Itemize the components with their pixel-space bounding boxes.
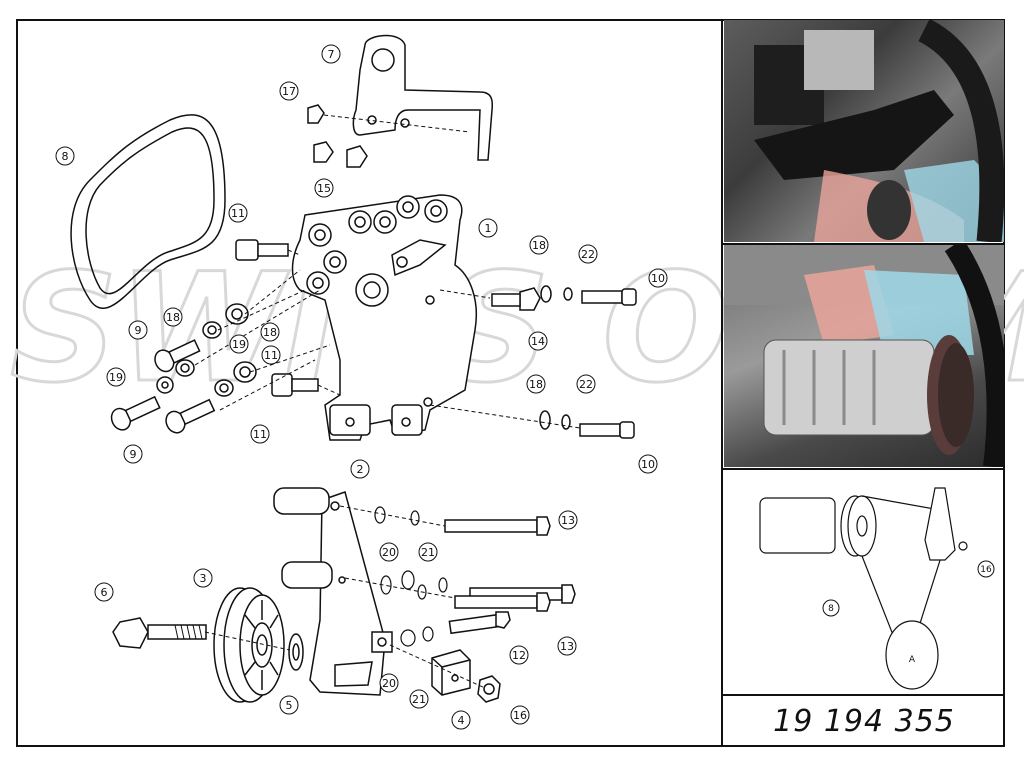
bolts-10-14 [491,285,637,439]
callout-6: 6 [101,586,108,599]
inset-label: A [909,655,916,665]
callout-2: 2 [357,463,364,476]
callout-13: 13 [561,514,575,527]
callout-14: 14 [531,335,545,348]
inset-diagram [759,487,968,690]
callout-20: 20 [382,546,396,559]
assembly-lines [194,114,581,689]
callout-5: 5 [286,699,293,712]
callout-22: 22 [579,378,593,391]
callout-10: 10 [651,272,665,285]
bolts-9-11 [110,239,319,434]
drawing-frame [16,19,1005,747]
callout-18: 18 [529,378,543,391]
bracket-1 [291,194,477,441]
belt-part [70,114,226,309]
inset-label: 8 [828,604,834,614]
nuts-15-17 [307,104,368,168]
callout-18: 18 [263,326,277,339]
callout-21: 21 [421,546,435,559]
callout-15: 15 [317,182,331,195]
photo-engine-bracket [724,20,1004,242]
callout-9: 9 [130,448,137,461]
callout-11: 11 [231,207,245,220]
bracket-7 [352,34,494,161]
callout-8: 8 [62,150,69,163]
callout-13: 13 [560,640,574,653]
washers-20-21 [374,506,448,647]
callout-19: 19 [232,338,246,351]
callouts [55,44,668,730]
callout-4: 4 [458,714,465,727]
nut-16 [477,675,501,703]
callout-11: 11 [264,349,278,362]
callout-1: 1 [485,222,492,235]
callout-9: 9 [135,324,142,337]
washer-5 [288,633,304,671]
callout-18: 18 [532,239,546,252]
bolt-6 [112,617,207,649]
pulley-3 [213,587,285,703]
callout-7: 7 [328,48,335,61]
part-number: 19 194 355 [773,703,955,739]
callout-17: 17 [282,85,296,98]
callout-11: 11 [253,428,267,441]
callout-18: 18 [166,311,180,324]
callout-12: 12 [512,649,526,662]
callout-19: 19 [109,371,123,384]
photo-compressor [724,245,1004,467]
callout-16: 16 [513,709,527,722]
inset-label: 16 [980,565,992,575]
callout-22: 22 [581,248,595,261]
inset-labels [822,560,995,617]
callout-20: 20 [382,677,396,690]
callout-3: 3 [200,572,207,585]
bracket-2 [273,487,393,696]
callout-21: 21 [412,693,426,706]
callout-10: 10 [641,458,655,471]
bolts-13-12 [444,516,576,635]
